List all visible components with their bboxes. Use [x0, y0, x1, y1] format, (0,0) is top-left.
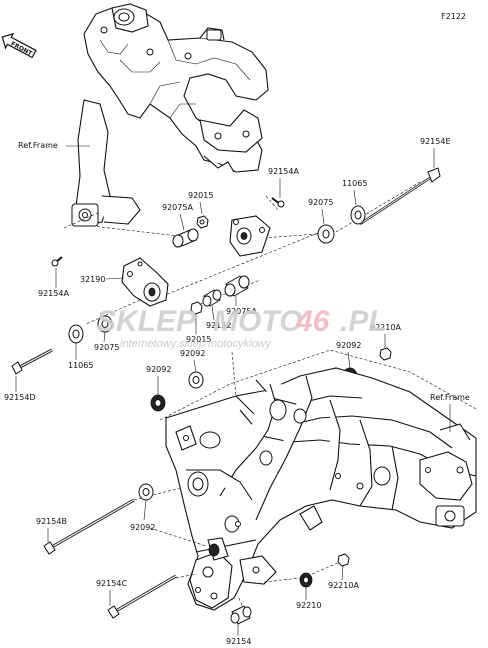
nut-92210 — [299, 572, 313, 588]
label-92154D: 92154D — [4, 393, 36, 402]
spacer-92092-c — [150, 394, 166, 412]
watermark-brand-part4: .PL — [340, 305, 387, 338]
label-92092-b: 92092 — [180, 349, 205, 358]
bushing-92075-top — [317, 224, 335, 244]
spacer-92092-b — [188, 371, 204, 389]
label-92075A-top: 92075A — [162, 203, 193, 212]
bolt-92154A-left — [51, 256, 63, 267]
label-92154: 92154 — [226, 637, 251, 646]
ref-frame-left-label: Ref.Frame — [18, 141, 58, 150]
bushing-92075A-mid — [224, 275, 250, 297]
collar-92154 — [230, 605, 252, 625]
label-92154A-top: 92154A — [268, 167, 299, 176]
bushing-92075-left — [97, 315, 113, 333]
label-92210A-top: 92210A — [370, 323, 401, 332]
label-92075A-mid: 92075A — [226, 307, 257, 316]
watermark-brand-part2: MOTO — [213, 305, 302, 338]
figure-code: F2122 — [441, 12, 466, 21]
label-92075-left: 92075 — [94, 343, 119, 352]
label-92152: 92152 — [206, 321, 231, 330]
label-92210A-bottom: 92210A — [328, 581, 359, 590]
watermark-brand-part1: SKLEP — [96, 305, 197, 338]
bolt-92154E — [359, 167, 441, 226]
label-92154B: 92154B — [36, 517, 67, 526]
collar-92152 — [202, 289, 222, 307]
label-32190: 32190 — [80, 275, 105, 284]
nut-92015-top — [196, 215, 209, 229]
label-92015-top: 92015 — [188, 191, 213, 200]
label-11065-left: 11065 — [68, 361, 93, 370]
label-92154A-left: 92154A — [38, 289, 69, 298]
mount-axis-lines-upper — [63, 181, 421, 325]
nut-92015-mid — [190, 301, 203, 315]
mount-bracket-upper — [229, 215, 271, 257]
label-92210: 92210 — [296, 601, 321, 610]
nut-92210A-top — [379, 347, 392, 361]
label-11065-top: 11065 — [342, 179, 367, 188]
label-92154C: 92154C — [96, 579, 127, 588]
bolt-92154A-top — [271, 197, 285, 208]
bolt-92154C — [107, 574, 177, 619]
label-92154E: 92154E — [420, 137, 451, 146]
watermark: SKLEP MOTO 46 .PL internetowy sklep moto… — [96, 305, 387, 350]
label-92092-d: 92092 — [130, 523, 155, 532]
label-92092-c: 92092 — [146, 365, 171, 374]
label-92015-mid: 92015 — [186, 335, 211, 344]
front-arrow-icon: FRONT — [1, 32, 37, 59]
bolt-92154D — [11, 348, 53, 375]
washer-11065-left — [68, 324, 84, 344]
upper-frame-drawing — [71, 3, 269, 227]
bolt-92154B — [43, 498, 135, 555]
nut-92210A-bottom — [337, 553, 350, 567]
bushing-92075A-top — [172, 228, 199, 248]
ref-frame-right-label: Ref.Frame — [430, 393, 470, 402]
label-92075-top: 92075 — [308, 198, 333, 207]
label-92092-a: 92092 — [336, 341, 361, 350]
watermark-tagline: internetowy sklep motocyklowy — [120, 338, 273, 350]
spacer-92092-d — [138, 483, 154, 501]
watermark-brand-part3: 46 — [295, 305, 330, 338]
lower-frame-drawing — [159, 349, 479, 611]
bracket-32190 — [121, 257, 169, 307]
